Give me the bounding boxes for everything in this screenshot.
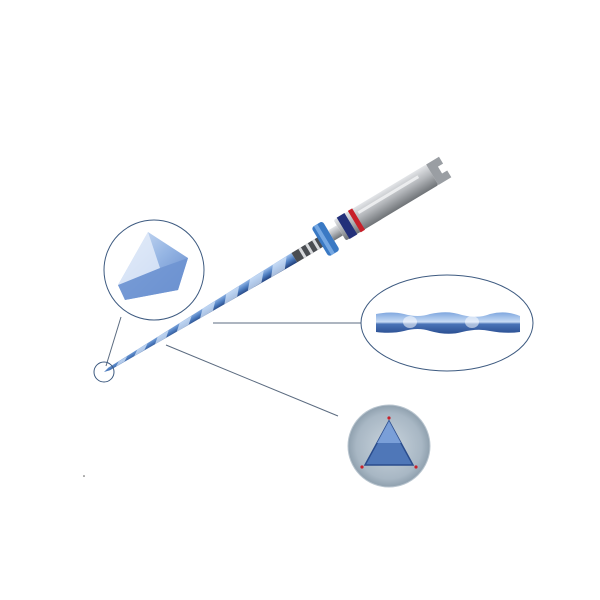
rotary-file [104, 156, 452, 372]
tip-marker [93, 361, 115, 383]
callout-tip-detail [103, 219, 205, 321]
file-blade [104, 252, 298, 372]
cutting-edge-marks [360, 416, 418, 469]
callout-flute-detail [360, 274, 534, 372]
file-blade-twists [115, 256, 287, 367]
leader-lines [105, 316, 362, 417]
flute-segment [376, 312, 520, 334]
stray-dot [83, 475, 85, 477]
latch-end [426, 156, 452, 186]
file-neck [328, 225, 343, 241]
callout-cross-section [347, 404, 431, 488]
depth-markers [298, 239, 321, 259]
stopper-highlight [313, 224, 335, 256]
file-handle [334, 165, 438, 240]
flute-highlights [403, 316, 479, 328]
color-ring-navy [336, 212, 358, 240]
leader-line-tip [105, 316, 122, 367]
color-ring-red [347, 208, 366, 233]
leader-line-cross-section [165, 344, 339, 417]
handle-highlight [357, 175, 420, 215]
